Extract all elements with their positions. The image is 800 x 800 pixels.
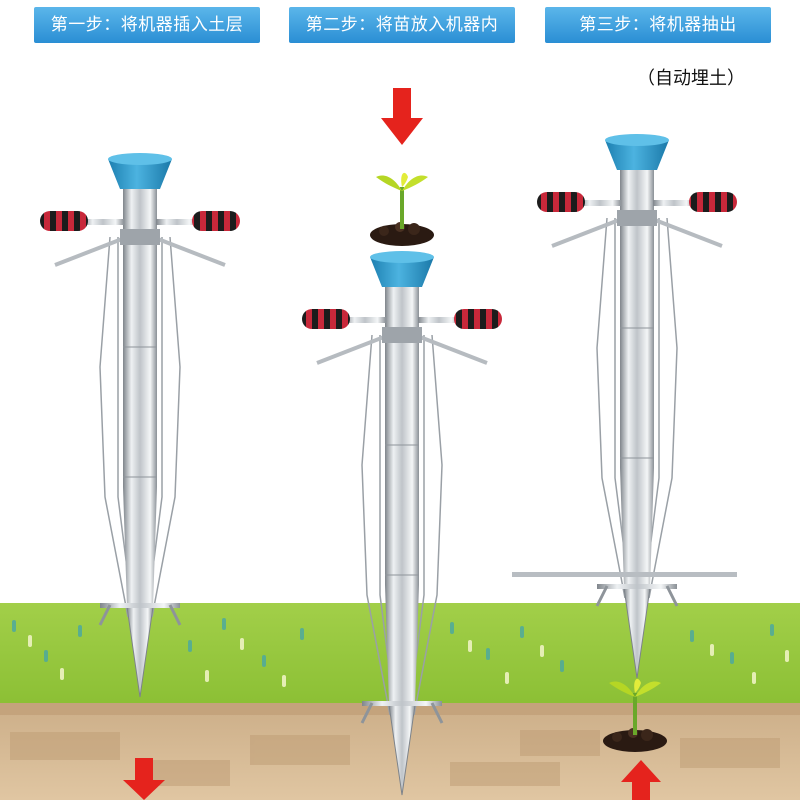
red-down-arrow-icon [381, 88, 423, 145]
seedling-icon [368, 170, 436, 248]
step-3-label: 第三步：将机器抽出 [545, 7, 771, 43]
auto-cover-soil-note: （自动埋土） [637, 68, 745, 89]
red-down-arrow-bottom-icon [123, 758, 165, 800]
step-1-label: 第一步：将机器插入土层 [34, 7, 260, 43]
red-up-arrow-icon [621, 760, 661, 800]
step-2-label: 第二步：将苗放入机器内 [289, 7, 515, 43]
planter-step-3 [512, 132, 739, 680]
